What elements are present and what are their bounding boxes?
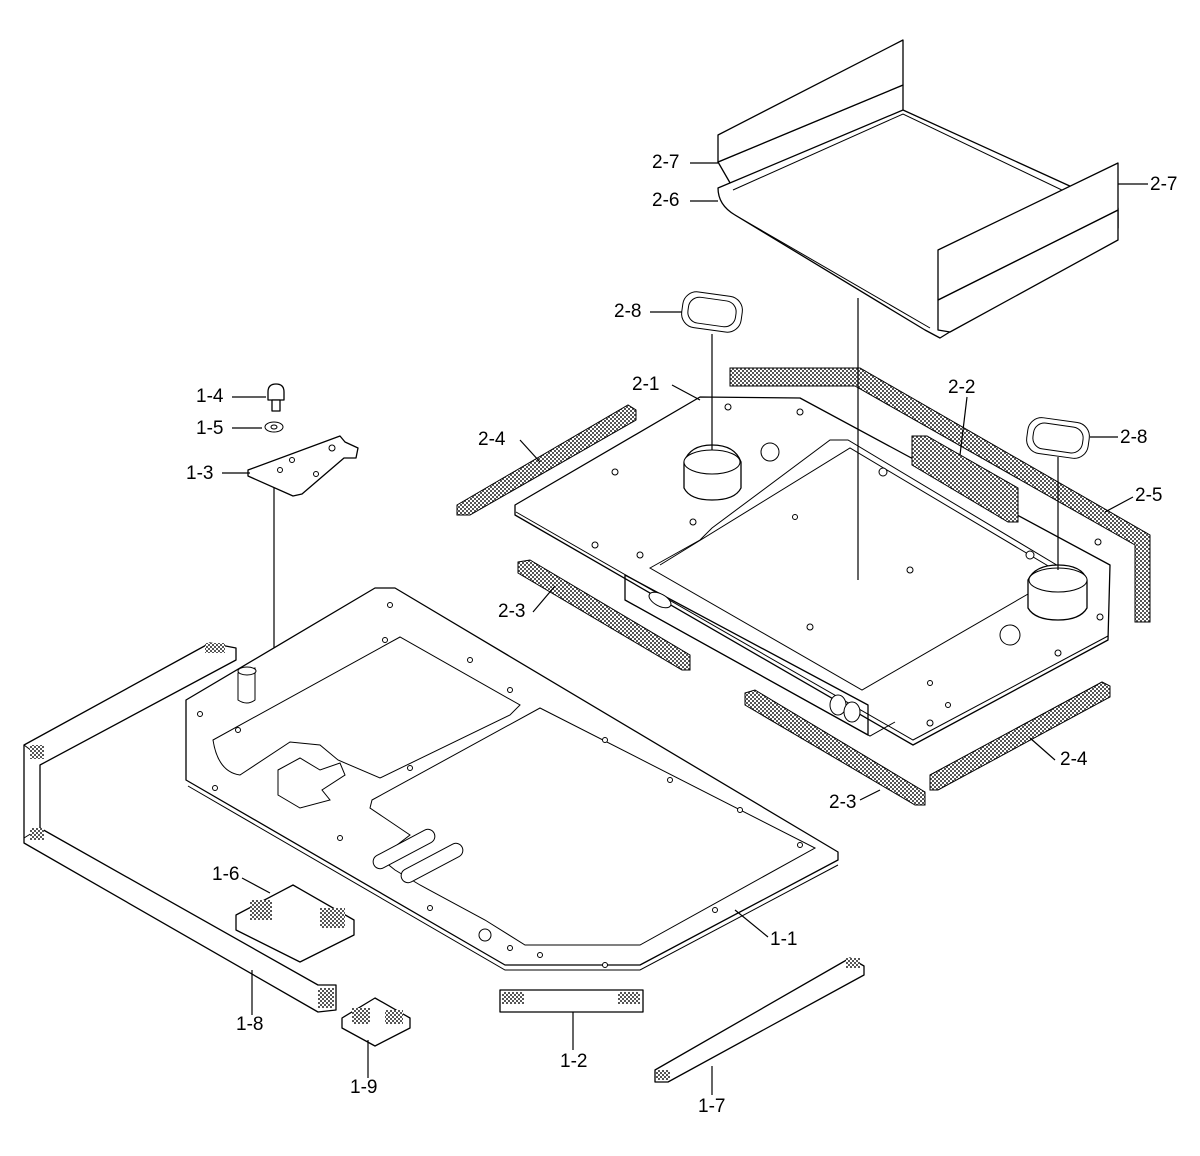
part-2-4-seal-right: [929, 681, 1111, 791]
part-1-1-plate: [185, 587, 839, 971]
callout-1-2: 1-2: [560, 1051, 588, 1072]
part-2-4-seal-left: [456, 404, 637, 516]
callout-1-6: 1-6: [212, 864, 240, 885]
callout-2-8-right: 2-8: [1120, 427, 1148, 448]
callout-1-7: 1-7: [698, 1096, 726, 1117]
callout-2-1: 2-1: [632, 374, 660, 395]
callout-2-2: 2-2: [948, 377, 976, 398]
callout-2-8-upper: 2-8: [614, 301, 642, 322]
callout-1-3: 1-3: [186, 463, 214, 484]
callout-2-7-right: 2-7: [1150, 174, 1178, 195]
part-2-1-plate: [514, 396, 1111, 746]
callout-1-1: 1-1: [770, 929, 798, 950]
part-2-6-tray: [717, 39, 1119, 339]
callout-1-5: 1-5: [196, 418, 224, 439]
part-2-3-seal-left: [517, 559, 691, 671]
callout-2-7-left: 2-7: [652, 152, 680, 173]
callout-2-3-left: 2-3: [498, 601, 526, 622]
part-1-2-strip: [499, 989, 644, 1013]
part-2-8-oring-b: [1026, 417, 1090, 459]
callout-2-4-left: 2-4: [478, 429, 506, 450]
callout-1-9: 1-9: [350, 1077, 378, 1098]
callout-2-6: 2-6: [652, 190, 680, 211]
part-2-2-seal: [911, 435, 1019, 523]
part-1-8-seal: [23, 642, 337, 1013]
callout-2-3-right: 2-3: [829, 792, 857, 813]
part-2-3-seal-right: [744, 689, 926, 806]
callout-2-4-right: 2-4: [1060, 749, 1088, 770]
part-1-3-cover-plate: [247, 435, 359, 497]
part-1-4-bolt: [267, 383, 285, 412]
part-2-5-seal: [729, 367, 1151, 623]
callout-2-5: 2-5: [1135, 485, 1163, 506]
part-1-7-strip: [654, 957, 865, 1083]
part-1-5-washer: [264, 421, 284, 433]
part-1-6-pad: [235, 884, 355, 963]
callout-1-8: 1-8: [236, 1014, 264, 1035]
leader-lines: [222, 162, 1148, 1095]
part-1-9-pad: [341, 997, 411, 1047]
callout-1-4: 1-4: [196, 386, 224, 407]
part-2-8-oring-a: [681, 291, 743, 333]
